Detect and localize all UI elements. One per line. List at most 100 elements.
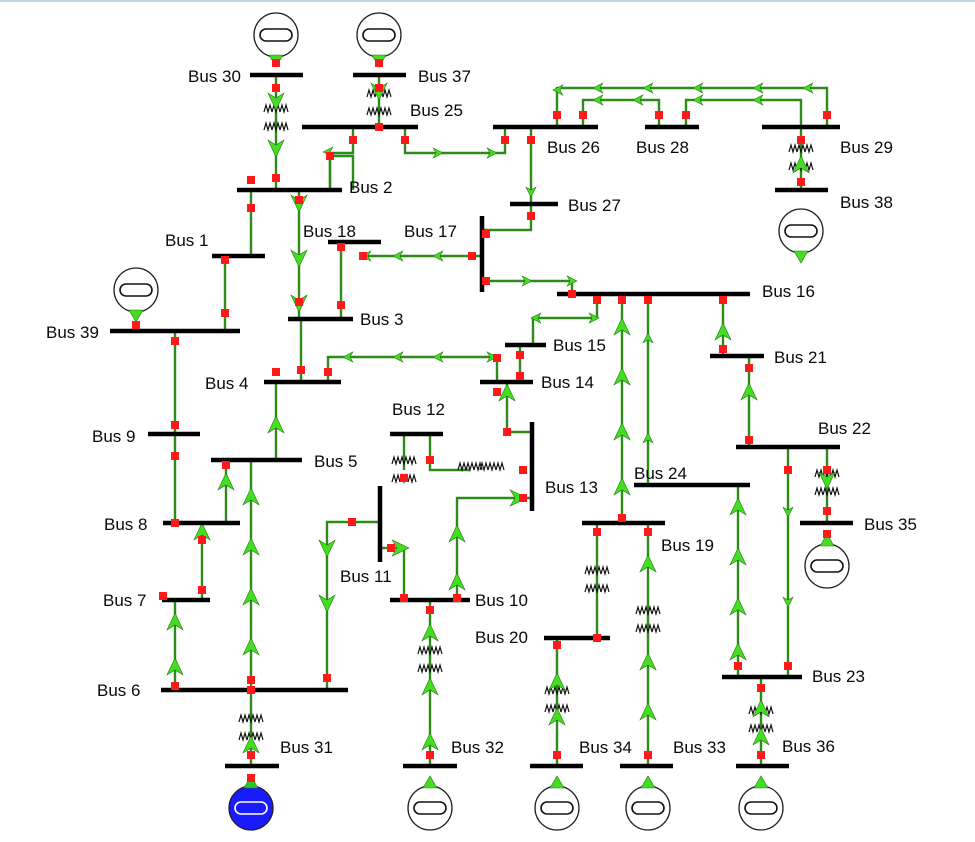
breaker-icon[interactable] <box>784 466 792 474</box>
breaker-icon[interactable] <box>324 368 332 376</box>
breaker-icon[interactable] <box>823 466 831 474</box>
breaker-icon[interactable] <box>516 372 524 380</box>
breaker-icon[interactable] <box>198 586 206 594</box>
breaker-icon[interactable] <box>222 461 230 469</box>
breaker-icon[interactable] <box>823 507 831 515</box>
line-bus26-bus29[interactable] <box>555 86 829 127</box>
breaker-icon[interactable] <box>247 176 255 184</box>
breaker-icon[interactable] <box>618 296 626 304</box>
breaker-icon[interactable] <box>682 111 690 119</box>
breaker-icon[interactable] <box>644 528 652 536</box>
breaker-icon[interactable] <box>553 641 561 649</box>
breaker-icon[interactable] <box>568 290 576 298</box>
breaker-icon[interactable] <box>171 682 179 690</box>
breaker-icon[interactable] <box>349 136 357 144</box>
breaker-icon[interactable] <box>400 594 408 602</box>
breaker-icon[interactable] <box>734 662 742 670</box>
breaker-icon[interactable] <box>337 301 345 309</box>
breaker-icon[interactable] <box>375 59 383 67</box>
breaker-icon[interactable] <box>401 136 409 144</box>
breaker-icon[interactable] <box>400 474 408 482</box>
breaker-icon[interactable] <box>593 296 601 304</box>
breaker-icon[interactable] <box>482 230 490 238</box>
breaker-icon[interactable] <box>426 456 434 464</box>
breaker-icon[interactable] <box>375 123 383 131</box>
line-bus10-bus13[interactable] <box>455 496 532 600</box>
line-bus27-bus17[interactable] <box>482 204 533 232</box>
breaker-icon[interactable] <box>198 536 206 544</box>
breaker-icon[interactable] <box>797 136 805 144</box>
breaker-icon[interactable] <box>453 594 461 602</box>
breaker-icon[interactable] <box>132 321 140 329</box>
breaker-icon[interactable] <box>757 751 765 759</box>
line-bus14-bus4[interactable] <box>326 355 499 382</box>
breaker-icon[interactable] <box>527 212 535 220</box>
breaker-icon[interactable] <box>501 136 509 144</box>
breaker-icon[interactable] <box>247 676 255 684</box>
breaker-icon[interactable] <box>272 84 280 92</box>
breaker-icon[interactable] <box>295 298 303 306</box>
line-bus11-bus6[interactable] <box>325 520 380 690</box>
breaker-icon[interactable] <box>297 366 305 374</box>
breaker-icon[interactable] <box>482 277 490 285</box>
breaker-icon[interactable] <box>171 519 179 527</box>
breaker-icon[interactable] <box>745 364 753 372</box>
breaker-icon[interactable] <box>272 174 280 182</box>
breaker-icon[interactable] <box>171 421 179 429</box>
breaker-icon[interactable] <box>295 196 303 204</box>
breaker-icon[interactable] <box>655 111 663 119</box>
breaker-icon[interactable] <box>719 345 727 353</box>
breaker-icon[interactable] <box>823 530 831 538</box>
line-bus28-bus29[interactable] <box>684 98 803 127</box>
breaker-icon[interactable] <box>247 751 255 759</box>
breaker-icon[interactable] <box>797 178 805 186</box>
breaker-icon[interactable] <box>519 494 527 502</box>
line-bus14-bus13[interactable] <box>505 382 532 434</box>
breaker-icon[interactable] <box>387 544 395 552</box>
line-bus26-bus28[interactable] <box>581 98 661 127</box>
breaker-icon[interactable] <box>493 388 501 396</box>
breaker-icon[interactable] <box>375 84 383 92</box>
breaker-icon[interactable] <box>553 751 561 759</box>
breaker-icon[interactable] <box>553 111 561 119</box>
breaker-icon[interactable] <box>171 452 179 460</box>
breaker-icon[interactable] <box>171 337 179 345</box>
breaker-icon[interactable] <box>426 606 434 614</box>
breaker-icon[interactable] <box>359 252 367 260</box>
breaker-icon[interactable] <box>337 243 345 251</box>
breaker-icon[interactable] <box>159 592 167 600</box>
breaker-icon[interactable] <box>247 774 255 782</box>
breaker-icon[interactable] <box>272 368 280 376</box>
breaker-icon[interactable] <box>618 514 626 522</box>
breaker-icon[interactable] <box>519 466 527 474</box>
breaker-icon[interactable] <box>745 436 753 444</box>
breaker-icon[interactable] <box>348 518 356 526</box>
breaker-icon[interactable] <box>757 684 765 692</box>
breaker-icon[interactable] <box>593 634 601 642</box>
breaker-icon[interactable] <box>493 354 501 362</box>
breaker-icon[interactable] <box>221 309 229 317</box>
breaker-icon[interactable] <box>823 111 831 119</box>
breaker-icon[interactable] <box>784 662 792 670</box>
line-bus12-bus13-tap[interactable] <box>428 434 470 472</box>
breaker-icon[interactable] <box>644 751 652 759</box>
breaker-icon[interactable] <box>644 296 652 304</box>
breaker-icon[interactable] <box>503 428 511 436</box>
bus34-label: Bus 34 <box>579 738 632 757</box>
breaker-icon[interactable] <box>468 252 476 260</box>
breaker-icon[interactable] <box>719 296 727 304</box>
breaker-icon[interactable] <box>221 256 229 264</box>
breaker-icon[interactable] <box>247 686 255 694</box>
breaker-icon[interactable] <box>579 111 587 119</box>
breaker-icon[interactable] <box>323 674 331 682</box>
breaker-icon[interactable] <box>527 136 535 144</box>
breaker-icon[interactable] <box>426 751 434 759</box>
breaker-icon[interactable] <box>593 528 601 536</box>
breaker-icon[interactable] <box>247 204 255 212</box>
transformer-icon <box>814 485 840 498</box>
flow-arrow-icon <box>782 506 794 518</box>
breaker-icon[interactable] <box>272 59 280 67</box>
breaker-icon[interactable] <box>516 351 524 359</box>
line-bus16-bus15[interactable] <box>531 294 599 345</box>
breaker-icon[interactable] <box>326 152 334 160</box>
